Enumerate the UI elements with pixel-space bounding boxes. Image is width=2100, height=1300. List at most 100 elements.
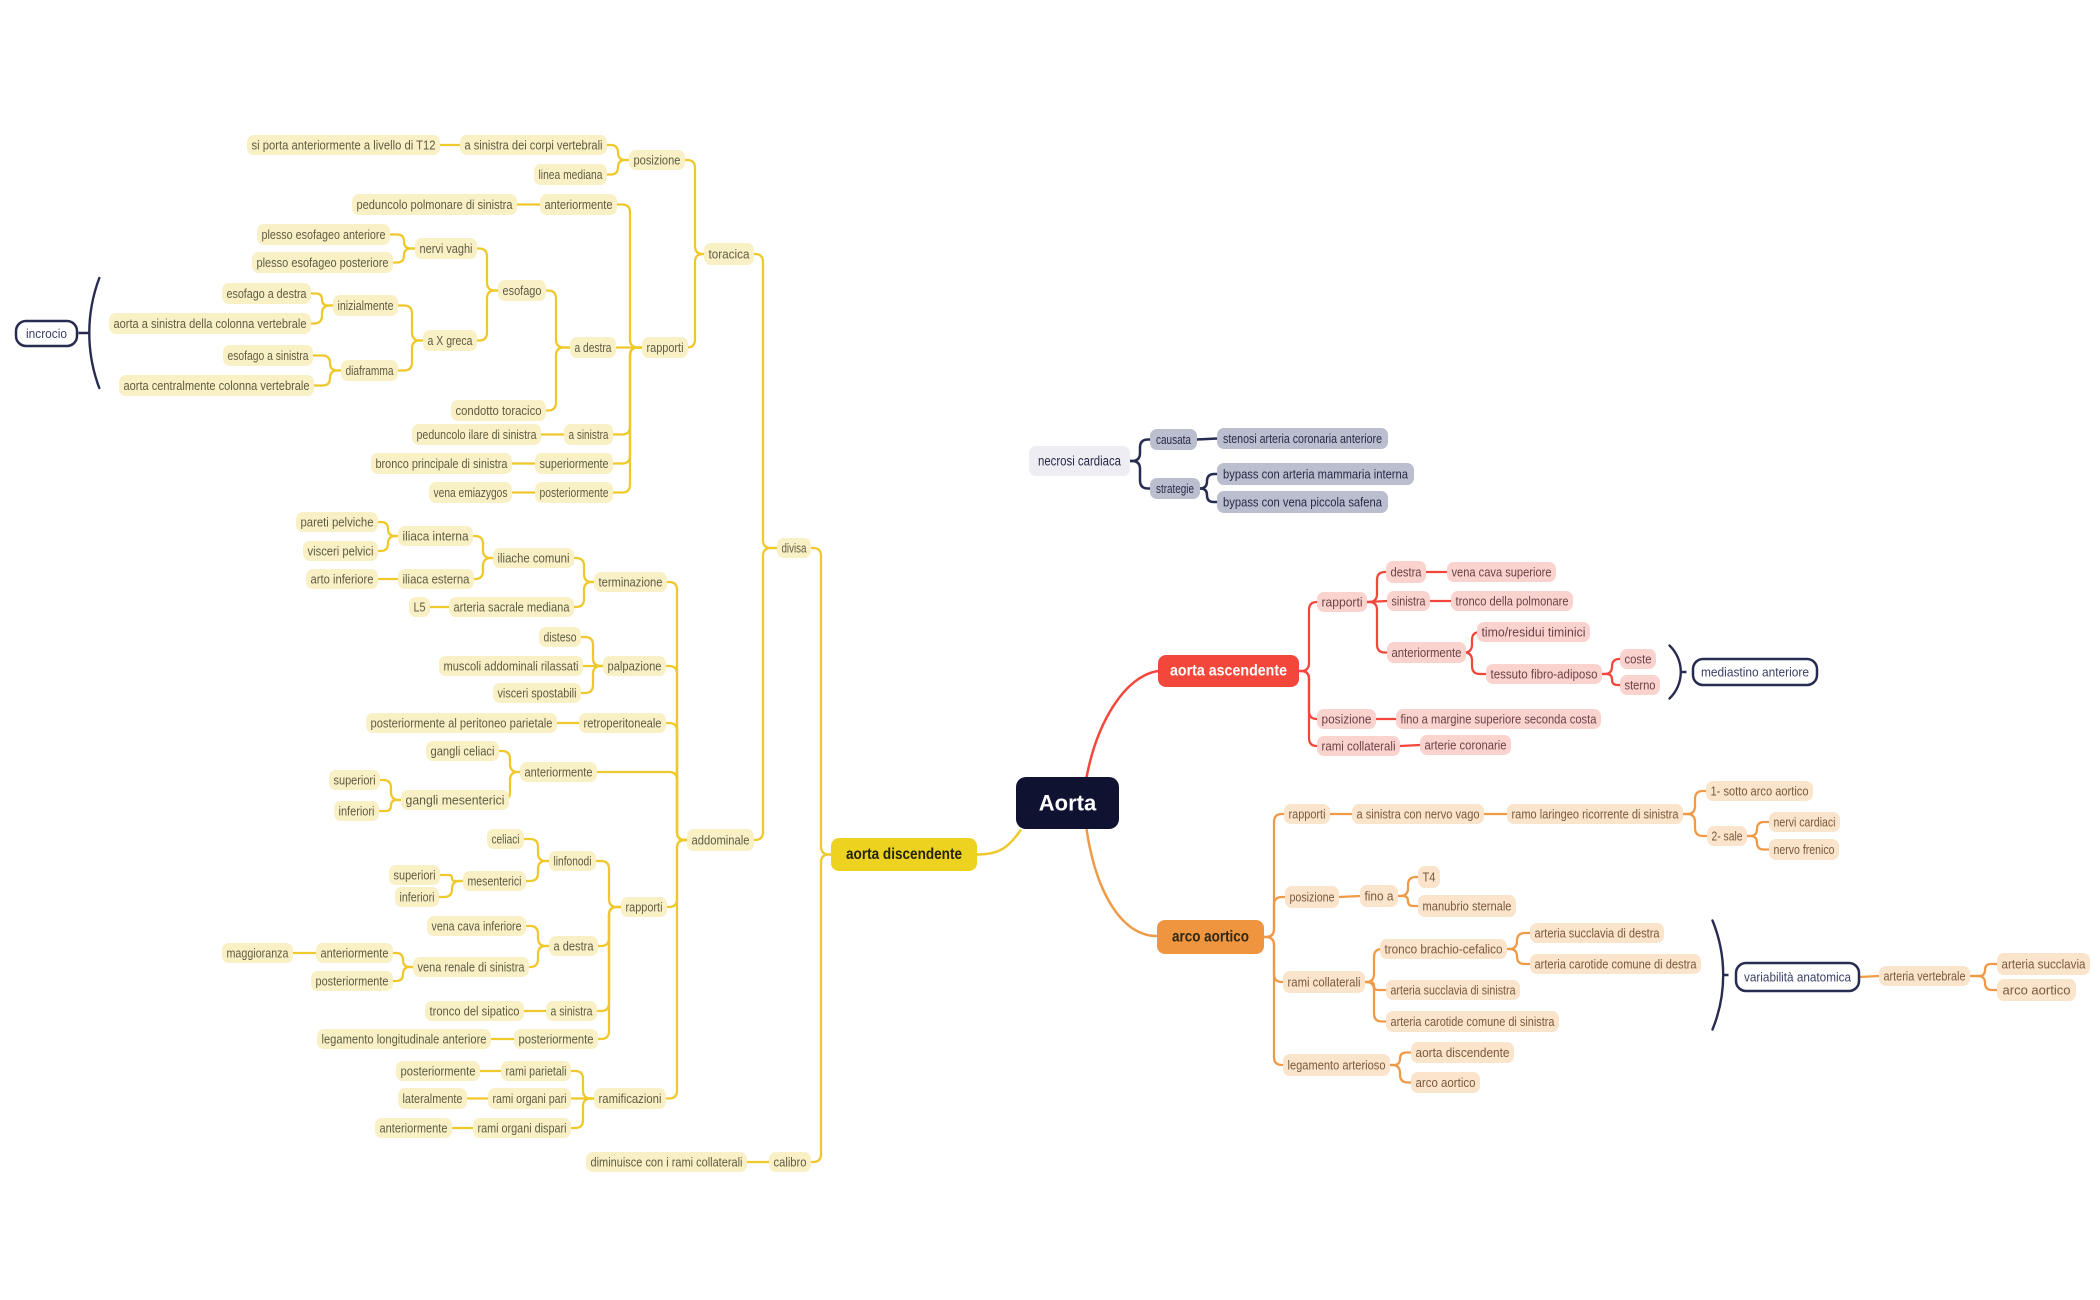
svg-text:nervo frenico: nervo frenico bbox=[1774, 842, 1835, 857]
svg-text:stenosi arteria coronaria ante: stenosi arteria coronaria anteriore bbox=[1223, 431, 1382, 446]
svg-text:legamento arterioso: legamento arterioso bbox=[1288, 1058, 1386, 1073]
svg-text:celiaci: celiaci bbox=[492, 832, 520, 847]
svg-text:a sinistra: a sinistra bbox=[551, 1004, 594, 1019]
svg-text:necrosi cardiaca: necrosi cardiaca bbox=[1038, 454, 1121, 469]
svg-text:posizione: posizione bbox=[634, 153, 681, 168]
svg-text:addominale: addominale bbox=[692, 833, 750, 848]
svg-text:calibro: calibro bbox=[774, 1155, 807, 1170]
svg-text:rapporti: rapporti bbox=[1289, 807, 1326, 822]
svg-text:iliaca interna: iliaca interna bbox=[403, 529, 470, 544]
svg-text:ramificazioni: ramificazioni bbox=[599, 1091, 662, 1106]
svg-text:visceri pelvici: visceri pelvici bbox=[308, 544, 374, 559]
svg-text:bronco principale di sinistra: bronco principale di sinistra bbox=[376, 456, 509, 471]
svg-text:strategie: strategie bbox=[1156, 481, 1194, 496]
svg-text:esofago a destra: esofago a destra bbox=[227, 286, 308, 301]
svg-text:arteria sacrale mediana: arteria sacrale mediana bbox=[454, 600, 571, 615]
svg-text:bypass con vena piccola safena: bypass con vena piccola safena bbox=[1223, 495, 1383, 510]
svg-text:linea mediana: linea mediana bbox=[539, 167, 604, 182]
svg-text:causata: causata bbox=[1156, 432, 1192, 447]
svg-text:rami parietali: rami parietali bbox=[506, 1064, 567, 1079]
svg-text:1- sotto arco aortico: 1- sotto arco aortico bbox=[1711, 784, 1809, 799]
svg-text:anteriormente: anteriormente bbox=[380, 1121, 448, 1136]
svg-text:tessuto fibro-adiposo: tessuto fibro-adiposo bbox=[1491, 667, 1598, 682]
svg-text:timo/residui timinici: timo/residui timinici bbox=[1482, 625, 1586, 640]
svg-text:tronco della polmonare: tronco della polmonare bbox=[1456, 594, 1569, 609]
svg-text:anteriormente: anteriormente bbox=[545, 197, 613, 212]
svg-text:si porta anteriormente a livel: si porta anteriormente a livello di T12 bbox=[252, 138, 436, 153]
svg-text:rami collaterali: rami collaterali bbox=[1322, 739, 1396, 754]
svg-text:rapporti: rapporti bbox=[647, 340, 684, 355]
svg-text:sterno: sterno bbox=[1625, 678, 1656, 693]
svg-text:rapporti: rapporti bbox=[1322, 595, 1363, 610]
svg-text:diaframma: diaframma bbox=[346, 363, 395, 378]
svg-text:arterie coronarie: arterie coronarie bbox=[1425, 738, 1507, 753]
svg-text:destra: destra bbox=[1391, 565, 1423, 580]
svg-text:gangli mesenterici: gangli mesenterici bbox=[406, 793, 505, 808]
svg-text:a sinistra: a sinistra bbox=[569, 427, 610, 442]
svg-text:posteriormente: posteriormente bbox=[540, 485, 609, 500]
svg-text:superiormente: superiormente bbox=[540, 456, 609, 471]
svg-text:arteria succlavia di destra: arteria succlavia di destra bbox=[1535, 926, 1661, 941]
svg-text:peduncolo ilare di sinistra: peduncolo ilare di sinistra bbox=[417, 427, 538, 442]
svg-text:aorta a sinistra della colonna: aorta a sinistra della colonna vertebral… bbox=[114, 316, 307, 331]
svg-text:bypass con arteria mammaria in: bypass con arteria mammaria interna bbox=[1223, 467, 1409, 482]
svg-text:rami collaterali: rami collaterali bbox=[1288, 975, 1361, 990]
svg-text:tronco brachio-cefalico: tronco brachio-cefalico bbox=[1385, 942, 1503, 957]
svg-text:ramo laringeo ricorrente di si: ramo laringeo ricorrente di sinistra bbox=[1512, 807, 1680, 822]
svg-text:posteriormente: posteriormente bbox=[316, 974, 389, 989]
svg-text:legamento longitudinale anteri: legamento longitudinale anteriore bbox=[322, 1032, 487, 1047]
svg-text:plesso esofageo anteriore: plesso esofageo anteriore bbox=[262, 227, 386, 242]
svg-text:condotto toracico: condotto toracico bbox=[456, 403, 542, 418]
svg-text:manubrio sternale: manubrio sternale bbox=[1423, 899, 1512, 914]
svg-text:divisa: divisa bbox=[782, 541, 808, 556]
svg-text:disteso: disteso bbox=[544, 630, 577, 645]
svg-text:fino a margine superiore secon: fino a margine superiore seconda costa bbox=[1401, 712, 1598, 727]
svg-text:a sinistra dei corpi vertebral: a sinistra dei corpi vertebrali bbox=[465, 138, 603, 153]
svg-text:posizione: posizione bbox=[1322, 712, 1372, 727]
svg-text:toracica: toracica bbox=[709, 247, 751, 262]
svg-text:arto inferiore: arto inferiore bbox=[311, 572, 374, 587]
svg-text:vena renale di sinistra: vena renale di sinistra bbox=[418, 960, 526, 975]
svg-text:peduncolo polmonare di sinistr: peduncolo polmonare di sinistra bbox=[357, 197, 514, 212]
svg-text:mediastino anteriore: mediastino anteriore bbox=[1701, 665, 1809, 680]
svg-text:nervi vaghi: nervi vaghi bbox=[420, 241, 473, 256]
svg-text:aorta ascendente: aorta ascendente bbox=[1170, 663, 1287, 680]
svg-text:aorta centralmente colonna ver: aorta centralmente colonna vertebrale bbox=[124, 378, 310, 393]
svg-text:sinistra: sinistra bbox=[1392, 594, 1427, 609]
svg-text:arteria succlavia di sinistra: arteria succlavia di sinistra bbox=[1391, 983, 1517, 998]
svg-text:posizione: posizione bbox=[1290, 890, 1335, 905]
svg-text:fino a: fino a bbox=[1365, 889, 1395, 904]
svg-text:a sinistra con nervo vago: a sinistra con nervo vago bbox=[1357, 807, 1480, 822]
svg-text:arco aortico: arco aortico bbox=[1416, 1075, 1476, 1090]
svg-text:inizialmente: inizialmente bbox=[338, 298, 394, 313]
svg-text:mesenterici: mesenterici bbox=[468, 874, 522, 889]
svg-text:rapporti: rapporti bbox=[626, 900, 663, 915]
svg-text:muscoli addominali rilassati: muscoli addominali rilassati bbox=[444, 659, 579, 674]
svg-text:vena cava inferiore: vena cava inferiore bbox=[432, 919, 522, 934]
svg-text:iliache comuni: iliache comuni bbox=[498, 551, 570, 566]
svg-text:rami organi dispari: rami organi dispari bbox=[478, 1121, 567, 1136]
svg-text:esofago a sinistra: esofago a sinistra bbox=[228, 348, 310, 363]
svg-text:vena cava superiore: vena cava superiore bbox=[1452, 565, 1552, 580]
svg-text:posteriormente al peritoneo pa: posteriormente al peritoneo parietale bbox=[371, 716, 553, 731]
svg-text:superiori: superiori bbox=[334, 773, 376, 788]
svg-text:lateralmente: lateralmente bbox=[403, 1091, 463, 1106]
svg-text:visceri spostabili: visceri spostabili bbox=[498, 686, 577, 701]
svg-text:linfonodi: linfonodi bbox=[554, 854, 592, 869]
svg-text:T4: T4 bbox=[1423, 870, 1436, 885]
svg-text:a destra: a destra bbox=[575, 340, 613, 355]
svg-text:L5: L5 bbox=[414, 600, 426, 615]
svg-text:arco aortico: arco aortico bbox=[2003, 983, 2071, 998]
svg-text:2- sale: 2- sale bbox=[1712, 829, 1743, 844]
svg-text:superiori: superiori bbox=[394, 868, 436, 883]
svg-text:a destra: a destra bbox=[554, 939, 595, 954]
svg-text:diminuisce con i rami collater: diminuisce con i rami collaterali bbox=[591, 1155, 743, 1170]
svg-text:gangli celiaci: gangli celiaci bbox=[431, 744, 495, 759]
svg-text:arteria vertebrale: arteria vertebrale bbox=[1884, 969, 1966, 984]
svg-text:retroperitoneale: retroperitoneale bbox=[584, 716, 662, 731]
svg-text:aorta discendente: aorta discendente bbox=[846, 846, 962, 863]
svg-text:a X greca: a X greca bbox=[428, 333, 474, 348]
svg-text:maggioranza: maggioranza bbox=[227, 946, 290, 961]
svg-text:arteria carotide comune di des: arteria carotide comune di destra bbox=[1535, 957, 1698, 972]
svg-text:inferiori: inferiori bbox=[339, 804, 375, 819]
